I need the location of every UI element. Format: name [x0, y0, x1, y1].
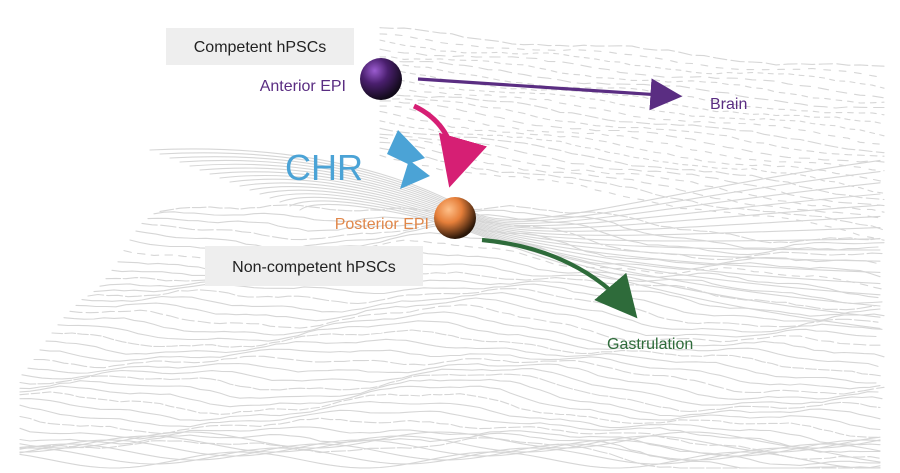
posterior-epi-cell: [434, 197, 476, 239]
posterior-epi-label: Posterior EPI: [335, 216, 429, 233]
anterior-to-posterior-arrow: [412, 103, 488, 188]
chr-arrow: [387, 130, 430, 189]
anterior-epi-label: Anterior EPI: [260, 78, 346, 95]
epigenetic-landscape-surface: [19, 27, 885, 469]
gastrulation-label: Gastrulation: [607, 336, 693, 353]
chr-label: CHR: [285, 147, 363, 188]
anterior-epi-cell: [360, 58, 402, 100]
non-competent-label-box: [205, 246, 423, 286]
competent-hpscs-label: Competent hPSCs: [194, 39, 327, 56]
non-competent-hpscs-label: Non-competent hPSCs: [232, 259, 396, 276]
brain-label: Brain: [710, 96, 747, 113]
posterior-to-gastrulation-arrow: [481, 237, 638, 319]
anterior-to-brain-arrow: [417, 77, 683, 111]
competent-label-box: [166, 28, 354, 65]
